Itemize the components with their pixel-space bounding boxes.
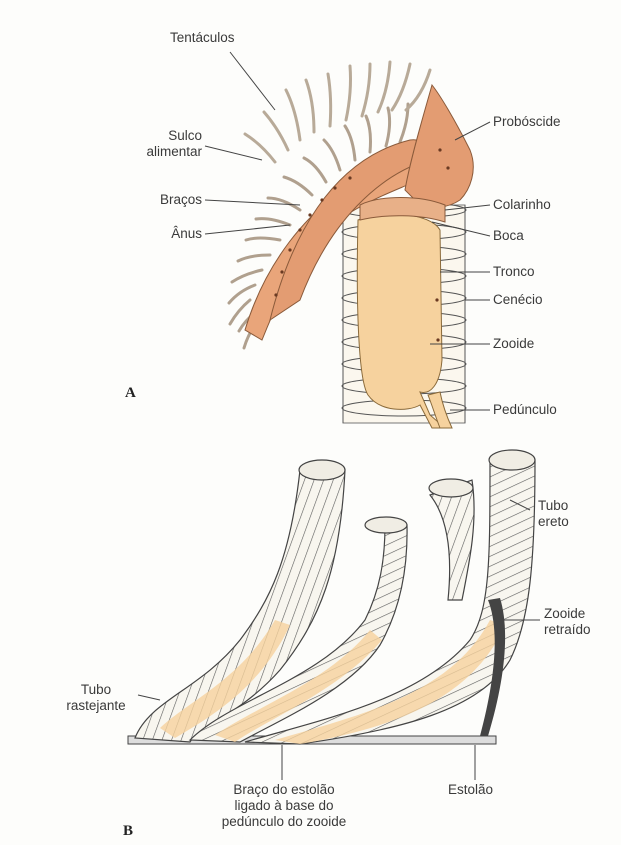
panel-b-letter: B <box>123 823 133 840</box>
label-sulco-alimentar: Sulco alimentar <box>120 128 202 160</box>
panel-a-illustration <box>205 52 490 428</box>
label-zooide: Zooide <box>493 336 534 352</box>
label-braco-estolao: Braço do estolão ligado à base do pedúnc… <box>196 782 372 830</box>
label-boca: Boca <box>493 228 524 244</box>
label-cenecio: Cenécio <box>493 292 543 308</box>
label-proboscide: Probóscide <box>493 114 561 130</box>
label-bracos: Braços <box>120 192 202 208</box>
label-tronco: Tronco <box>493 264 535 280</box>
proboscide-shape <box>405 85 473 208</box>
label-anus: Ânus <box>120 226 202 242</box>
panel-a-letter: A <box>125 385 136 402</box>
panel-b-illustration <box>128 450 540 780</box>
label-zooide-retraido: Zooide retraído <box>544 606 591 638</box>
label-estolao: Estolão <box>448 782 493 798</box>
label-tentaculos: Tentáculos <box>170 30 235 46</box>
label-tubo-ereto: Tubo ereto <box>538 498 569 530</box>
label-colarinho: Colarinho <box>493 197 551 213</box>
label-tubo-rastejante: Tubo rastejante <box>56 682 136 714</box>
tube-3 <box>430 480 474 600</box>
label-pedunculo: Pedúnculo <box>493 402 557 418</box>
